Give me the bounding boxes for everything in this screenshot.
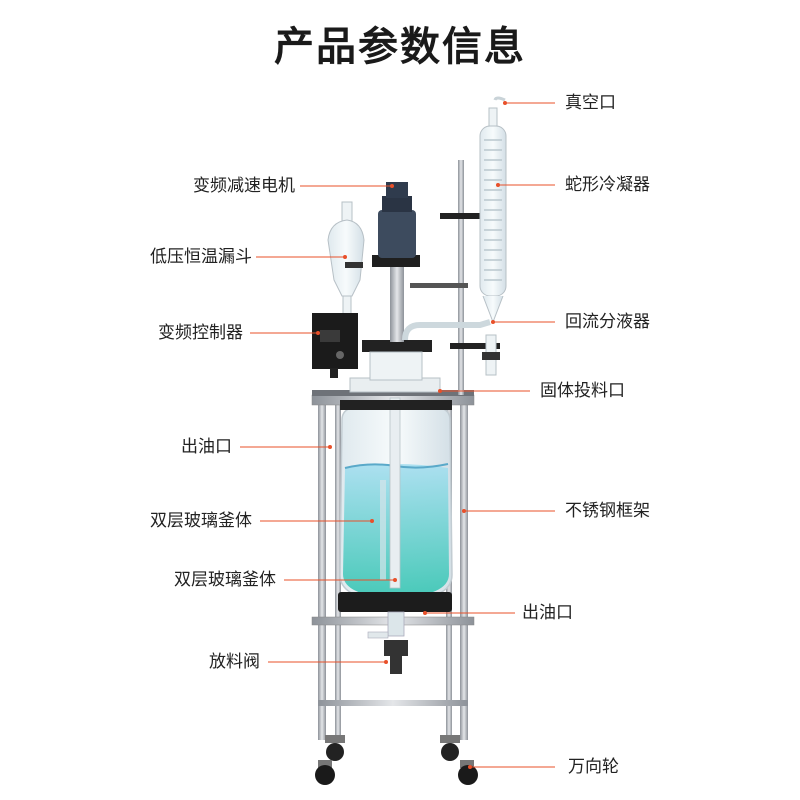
label-controller: 变频控制器 [158,323,243,343]
label-vacuum-port: 真空口 [565,93,616,113]
support-pole [410,160,500,395]
motor [372,182,420,342]
label-steel-frame: 不锈钢框架 [565,501,650,521]
label-oil-outlet-bottom: 出油口 [522,603,573,623]
label-solid-feed-port: 固体投料口 [540,381,625,401]
label-reflux-separator: 回流分液器 [565,312,650,332]
coil-condenser [479,96,507,324]
label-vessel-lower: 双层玻璃釜体 [174,570,276,590]
reflux-tubing [402,319,500,376]
label-caster-wheel: 万向轮 [568,757,619,777]
label-oil-outlet-top: 出油口 [181,437,232,457]
label-discharge-valve: 放料阀 [209,652,260,672]
frequency-controller [312,313,358,378]
label-coil-condenser: 蛇形冷凝器 [565,175,650,195]
label-vessel-upper: 双层玻璃釜体 [150,511,252,531]
page-title: 产品参数信息 [274,24,526,70]
label-dropping-funnel: 低压恒温漏斗 [150,247,252,267]
label-motor: 变频减速电机 [193,176,295,196]
discharge-valve [367,611,408,674]
leader-dots [316,101,507,769]
leader-lines [240,102,555,768]
vessel-lid [349,340,441,393]
caster-wheels [315,735,478,785]
glass-vessel [338,397,453,612]
